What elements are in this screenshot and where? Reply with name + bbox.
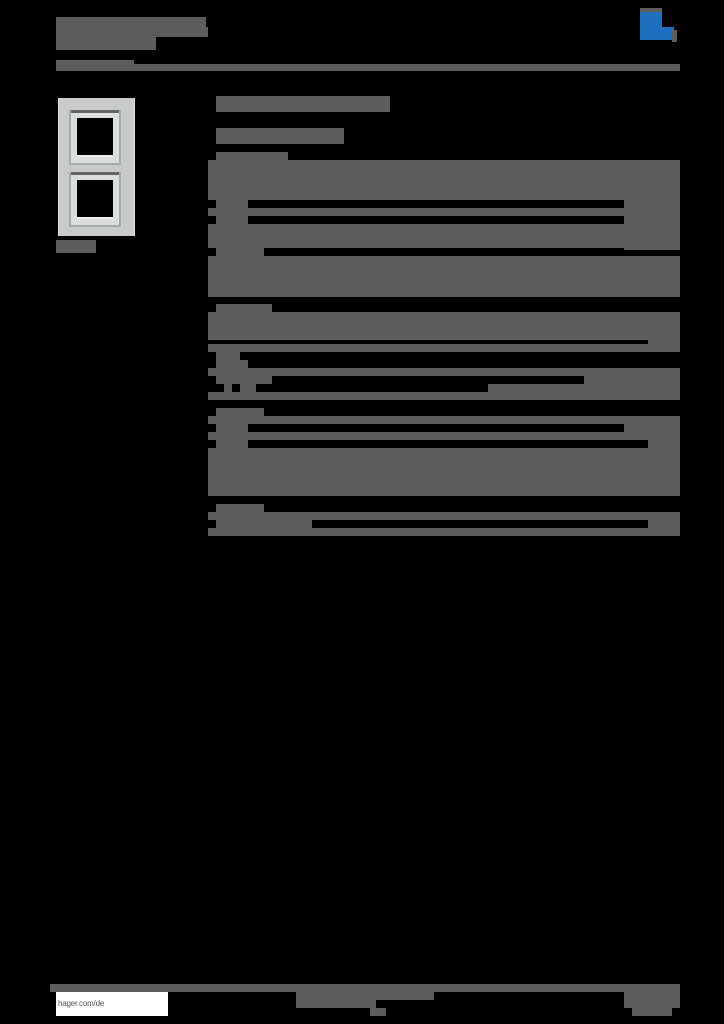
document-title-redacted [56,27,208,37]
section-label-redacted [216,408,264,418]
header-rule-tab [56,60,134,66]
product-subheading-redacted [216,128,344,144]
product-image [58,98,135,236]
product-heading-redacted [216,96,390,112]
frame-opening-top [69,110,121,165]
document-title-redacted [56,17,206,29]
footer-center-redacted [296,992,434,1000]
product-caption-redacted [56,240,96,253]
section-label-redacted [216,504,264,514]
header-rule [56,64,680,71]
section-label-redacted [216,152,288,162]
footer-rule [50,984,680,992]
frame-opening-bottom [69,172,121,227]
footer-center-redacted [296,1000,376,1008]
footer-right-redacted [600,984,680,992]
section-table-redacted [208,160,680,200]
footer-url[interactable]: hager.com/de [56,992,168,1016]
